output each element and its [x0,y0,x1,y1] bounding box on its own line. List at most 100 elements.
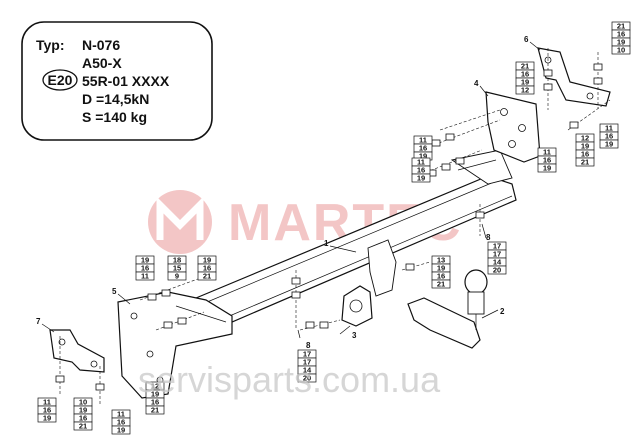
stack-cell [37,413,57,423]
stack-cell [515,85,535,95]
part-label-1: 1 [324,239,329,248]
stack-number: 21 [617,22,625,31]
stack-number: 19 [521,78,529,87]
part-label-4: 4 [474,79,479,88]
bracket-7 [49,329,105,373]
typ-label: Typ: [36,37,65,53]
stack-number: 20 [303,374,311,383]
stack-number: 19 [151,390,159,399]
typ-value: N-076 [82,37,120,53]
stack-cell [297,373,317,383]
stack-number: 19 [581,142,589,151]
stack-number: 16 [521,70,529,79]
stack-number: 21 [203,272,211,281]
stack-cell [611,45,631,55]
stack-number: 16 [617,30,625,39]
stack-number: 12 [581,134,589,143]
stack-number: 16 [437,272,445,281]
callout-leaders [41,41,541,339]
stack-number: 20 [493,266,501,275]
stack-number: 19 [141,256,149,265]
url-watermark-text: servisparts.com.ua [138,359,441,400]
stack-number: 19 [117,426,125,435]
stack-number: 11 [543,148,551,157]
stack-number: 16 [117,418,125,427]
stack-number: 21 [581,158,589,167]
stack-cell [135,271,155,281]
stack-number: 19 [617,38,625,47]
stack-number: 11 [43,398,51,407]
stack-number: 19 [605,140,613,149]
stack-number: 16 [203,264,211,273]
bracket-5 [117,291,233,399]
part-label-3: 3 [352,331,357,340]
d-value: D =14,5kN [82,91,149,107]
part-label-5: 5 [112,287,117,296]
stack-number: 11 [117,410,125,419]
stack-cell [599,139,619,149]
stack-number: 19 [203,256,211,265]
stack-number: 19 [417,174,425,183]
stack-number: 14 [493,258,502,267]
stack-number: 12 [151,382,159,391]
stack-number: 17 [303,358,311,367]
stack-number: 9 [175,272,179,281]
stack-number: 13 [437,256,445,265]
part-label-6: 6 [524,35,529,44]
stack-number: 19 [43,414,51,423]
stack-number: 21 [437,280,445,289]
part-callouts: 1 2 3 4 5 6 7 8 8 [36,35,529,350]
part-label-7: 7 [36,317,41,326]
parts-list-stacks: 2116191021161912111619121916211116191116… [37,22,631,435]
spec-box: Typ: N-076 A50-X E20 55R-01 XXXX D =14,5… [21,21,213,141]
bracket-6 [537,47,611,107]
stack-number: 15 [173,264,181,273]
stack-number: 16 [417,166,425,175]
stack-cell [73,421,93,431]
stack-cell [411,173,431,183]
stack-number: 16 [543,156,551,165]
stack-number: 21 [521,62,529,71]
s-value: S =140 kg [82,109,147,125]
stack-cell [197,271,217,281]
stack-number: 11 [141,272,149,281]
stack-number: 16 [605,132,613,141]
stack-cell [431,279,451,289]
stack-number: 16 [151,398,159,407]
approval-mark: E20 [42,69,78,91]
stack-cell [575,157,595,167]
approval-number: 55R-01 XXXX [82,73,170,89]
stack-number: 21 [79,422,87,431]
part-label-8-lower: 8 [306,341,311,350]
part-label-2: 2 [500,307,505,316]
stack-number: 18 [173,256,181,265]
stack-number: 16 [419,144,427,153]
stack-number: 16 [141,264,149,273]
stack-cell [167,271,187,281]
stack-number: 11 [419,136,427,145]
stack-cell [487,265,507,275]
stack-number: 19 [79,406,87,415]
stack-cell [537,163,557,173]
stack-number: 17 [303,350,311,359]
stack-number: 19 [543,164,551,173]
stack-number: 12 [521,86,529,95]
martec-logo-icon [148,190,212,254]
stack-number: 10 [617,46,625,55]
stack-number: 19 [419,152,427,161]
